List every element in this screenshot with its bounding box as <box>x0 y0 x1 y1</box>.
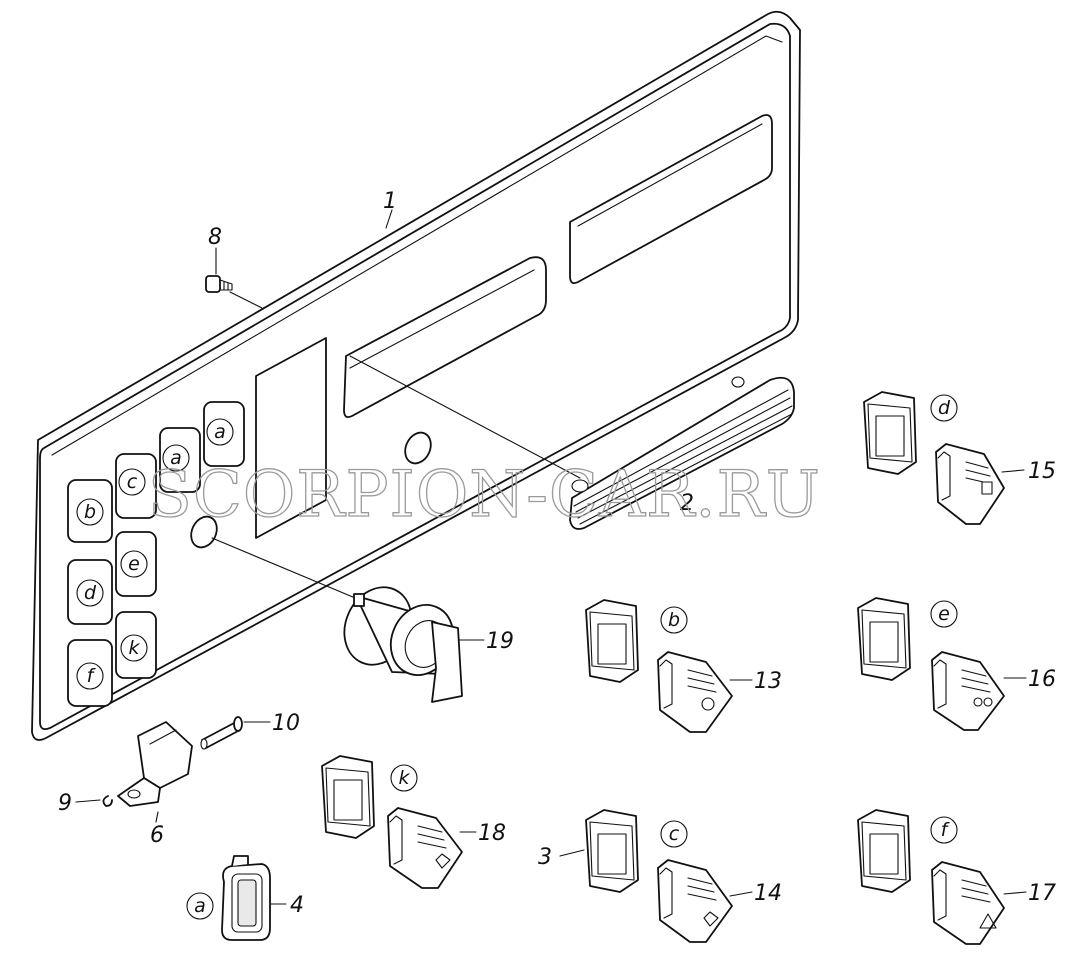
panel-slot-letter: d <box>84 582 97 604</box>
pin <box>200 716 243 750</box>
switch-letter: d <box>938 397 951 419</box>
panel-slot-letter: k <box>128 637 140 659</box>
callout-number: 1 <box>383 189 397 214</box>
callout-number: 3 <box>538 845 552 870</box>
switch-panel-body <box>31 10 801 741</box>
callout-number: 8 <box>208 225 222 250</box>
switch-letter-markers: d b e k c f a <box>186 394 958 920</box>
switch-letter: b <box>668 609 680 631</box>
trim-strip <box>569 376 795 530</box>
switch-letter: e <box>938 603 950 625</box>
callout-number: 13 <box>754 669 782 694</box>
panel-slot-letter: e <box>128 553 140 575</box>
switch-group-13 <box>585 599 733 733</box>
callout-numbers: 1 2 3 4 6 8 9 10 13 14 15 16 17 18 19 <box>58 189 1056 918</box>
callout-number: 10 <box>272 711 300 736</box>
switch-letter: k <box>398 767 410 789</box>
callout-number: 15 <box>1028 459 1056 484</box>
switch-group-15 <box>863 391 1005 525</box>
callout-number: 6 <box>150 823 164 848</box>
switch-letter: a <box>194 895 206 917</box>
switch-group-17 <box>857 809 1005 945</box>
panel-slot-letter: c <box>127 471 138 493</box>
bracket <box>117 721 193 807</box>
key-switch <box>343 586 463 703</box>
switch-letter: c <box>669 823 680 845</box>
switch-group-18 <box>321 755 463 889</box>
callout-number: 16 <box>1028 667 1056 692</box>
watermark-text: SCORPION-CAR.RU <box>148 458 821 532</box>
panel-slot-letter: f <box>87 665 97 687</box>
panel-slot-letter: a <box>214 421 226 443</box>
callout-number: 19 <box>486 629 514 654</box>
screw <box>205 275 233 293</box>
switch-group-16 <box>857 597 1005 731</box>
panel-switch-slots: b c a a d e f k <box>67 401 245 707</box>
callout-number: 9 <box>58 791 72 816</box>
callout-number: 17 <box>1028 881 1056 906</box>
panel-slot-letter: b <box>84 501 96 523</box>
clip <box>102 795 113 807</box>
panel-slot-letter: a <box>170 447 182 469</box>
callout-number: 4 <box>290 893 304 918</box>
callout-number: 18 <box>478 821 506 846</box>
switch-letter: f <box>941 819 951 841</box>
callout-number: 2 <box>680 491 694 516</box>
blank-cover <box>221 855 271 941</box>
leader-lines <box>75 209 1027 905</box>
callout-number: 14 <box>754 881 782 906</box>
switch-group-14 <box>585 809 733 943</box>
